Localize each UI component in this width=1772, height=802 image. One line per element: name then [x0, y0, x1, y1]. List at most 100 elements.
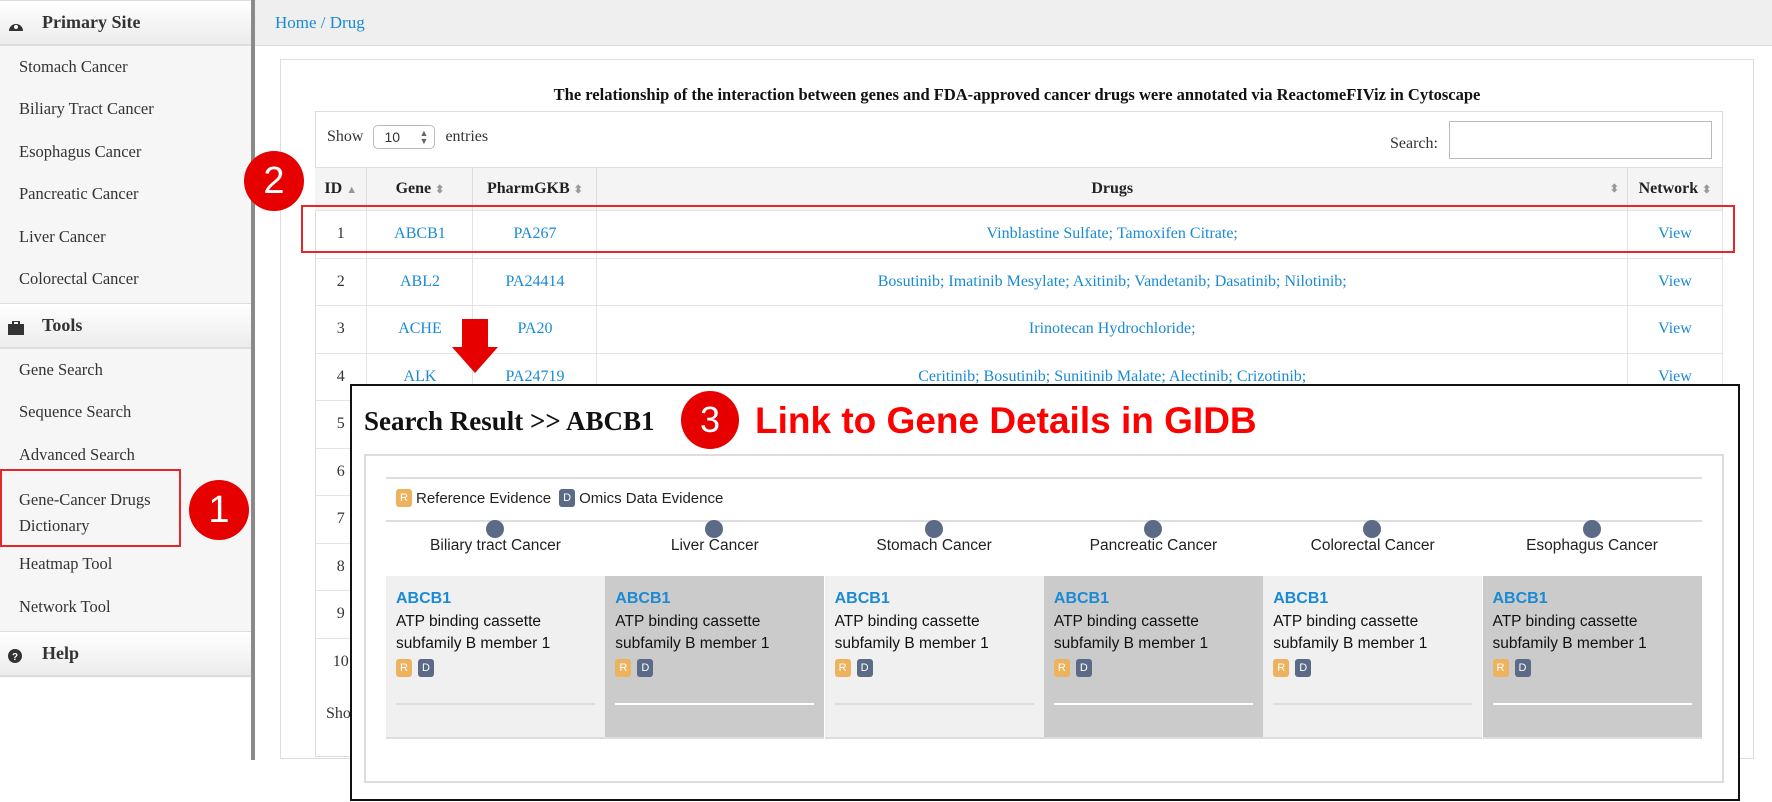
- gene-description: subfamily B member 1: [1273, 634, 1428, 652]
- gene-description: ATP binding cassette: [1273, 613, 1419, 630]
- sidebar-header-tools[interactable]: Tools: [0, 303, 251, 349]
- gene-description: subfamily B member 1: [615, 634, 770, 652]
- cell-pharmgkb: PA20: [472, 305, 598, 353]
- column-header-id[interactable]: ID▲: [315, 167, 368, 211]
- sidebar-item-stomach-cancer[interactable]: Stomach Cancer: [19, 57, 128, 76]
- gene-description: subfamily B member 1: [834, 634, 989, 652]
- gene-link[interactable]: ABCB1: [1492, 590, 1548, 607]
- cell-network: View: [1627, 257, 1724, 306]
- card-divider: [615, 703, 815, 705]
- network-link[interactable]: View: [1658, 367, 1692, 385]
- card-divider: [834, 703, 1034, 705]
- entries-select[interactable]: 10▲▼: [373, 125, 436, 149]
- table-row: 2 ABL2 PA24414 Bosutinib; Imatinib Mesylate…: [315, 257, 1724, 306]
- gene-description: ATP binding cassette: [615, 613, 761, 630]
- search-input[interactable]: [1449, 121, 1712, 159]
- dashboard-icon: [8, 16, 24, 31]
- drugs-link[interactable]: Irinotecan Hydrochloride;: [1028, 320, 1196, 338]
- column-label: ID: [324, 180, 343, 197]
- sidebar-item-gene-search[interactable]: Gene Search: [19, 360, 103, 379]
- annotation-number-2: 2: [244, 151, 304, 211]
- sidebar-header-help[interactable]: ? Help: [0, 631, 251, 677]
- omics-badge: D: [637, 659, 654, 677]
- cell-id: 3: [315, 305, 368, 353]
- sidebar-item-colorectal-cancer[interactable]: Colorectal Cancer: [19, 269, 139, 288]
- entries-label: entries: [445, 128, 489, 145]
- column-label: Drugs: [1091, 180, 1134, 197]
- table-row: 3 ACHE PA20 Irinotecan Hydrochloride; View: [315, 305, 1724, 353]
- divider: [386, 520, 1702, 522]
- gene-link[interactable]: ABCB1: [1053, 590, 1110, 607]
- reference-badge: R: [615, 659, 632, 677]
- search-result-title: Search Result >> ABCB1: [364, 406, 655, 436]
- down-arrow-head: [452, 347, 498, 373]
- show-label: Show: [327, 128, 364, 145]
- column-header-gene[interactable]: Gene⬍: [366, 167, 474, 211]
- sidebar-item-esophagus-cancer[interactable]: Esophagus Cancer: [19, 141, 142, 161]
- gene-link[interactable]: ABCB1: [834, 590, 890, 607]
- result-panel: [364, 454, 1724, 783]
- pharmgkb-link[interactable]: PA24719: [505, 367, 565, 385]
- gene-link[interactable]: ALK: [403, 367, 437, 385]
- reference-badge: R: [396, 659, 412, 677]
- gene-link[interactable]: ABCB1: [1273, 590, 1329, 607]
- drugs-link[interactable]: Vinblastine Sulfate; Tamoxifen Citrate;: [986, 225, 1238, 243]
- breadcrumb[interactable]: Home / Drug: [255, 0, 1772, 46]
- sidebar-item-liver-cancer[interactable]: Liver Cancer: [19, 226, 106, 246]
- sidebar-divider: [251, 0, 255, 760]
- gene-link[interactable]: ABCB1: [394, 225, 446, 243]
- sidebar-item-advanced-search[interactable]: Advanced Search: [19, 445, 135, 464]
- gene-link[interactable]: ABCB1: [615, 590, 671, 607]
- network-link[interactable]: View: [1658, 272, 1692, 290]
- pharmgkb-link[interactable]: PA24414: [505, 272, 565, 290]
- gene-link[interactable]: ABCB1: [396, 590, 452, 607]
- sidebar-item-network-tool[interactable]: Network Tool: [19, 597, 111, 616]
- cell-gene: ABL2: [366, 257, 474, 306]
- cell-network: View: [1627, 210, 1724, 258]
- sidebar-item-sequence-search[interactable]: Sequence Search: [19, 402, 132, 421]
- gene-link[interactable]: ABL2: [399, 272, 440, 290]
- sidebar-header-primary-site[interactable]: Primary Site: [0, 0, 251, 46]
- network-link[interactable]: View: [1658, 320, 1692, 338]
- column-header-pharmgkb[interactable]: PharmGKB⬍: [472, 167, 598, 211]
- sidebar-item-biliary-tract-cancer[interactable]: Biliary Tract Cancer: [19, 99, 154, 119]
- down-arrow-icon: [462, 319, 488, 349]
- breadcrumb-link[interactable]: Home / Drug: [275, 12, 365, 32]
- timeline-dot-icon: [1582, 520, 1601, 538]
- drugs-link[interactable]: Bosutinib; Imatinib Mesylate; Axitinib; …: [877, 272, 1347, 290]
- column-header-drugs[interactable]: Drugs⬍: [596, 167, 1628, 211]
- reference-badge: R: [834, 659, 851, 677]
- legend-label: Reference Evidence: [416, 489, 552, 507]
- sidebar-header-label: Help: [42, 643, 80, 663]
- cell-pharmgkb: PA24414: [472, 257, 598, 306]
- drugs-link[interactable]: Ceritinib; Bosutinib; Sunitinib Malate; …: [918, 367, 1307, 385]
- sidebar-item-heatmap-tool[interactable]: Heatmap Tool: [19, 554, 113, 573]
- cell-id: 2: [315, 257, 368, 306]
- pharmgkb-link[interactable]: PA20: [517, 320, 553, 338]
- network-link[interactable]: View: [1658, 225, 1692, 243]
- pharmgkb-link[interactable]: PA267: [513, 225, 557, 243]
- cell-gene: ABCB1: [366, 210, 474, 258]
- column-header-network[interactable]: Network⬍: [1627, 167, 1724, 211]
- sidebar-item-gene-cancer-drugs-dictionary[interactable]: Gene-Cancer Drugs Dictionary: [19, 490, 151, 535]
- gene-description: subfamily B member 1: [1492, 634, 1647, 652]
- sidebar-item-pancreatic-cancer[interactable]: Pancreatic Cancer: [19, 184, 139, 204]
- gene-link[interactable]: ACHE: [398, 320, 442, 338]
- gene-description: subfamily B member 1: [1053, 634, 1209, 652]
- select-arrows-icon: ▲▼: [419, 128, 429, 146]
- timeline-dot-icon: [705, 520, 724, 538]
- gene-description: ATP binding cassette: [1492, 613, 1638, 630]
- highlight-box-row1: [301, 205, 1735, 253]
- help-icon: ?: [8, 647, 24, 663]
- legend-label: Omics Data Evidence: [579, 489, 724, 507]
- reference-badge: R: [396, 489, 412, 507]
- entries-control: Show 10▲▼ entries: [327, 125, 488, 149]
